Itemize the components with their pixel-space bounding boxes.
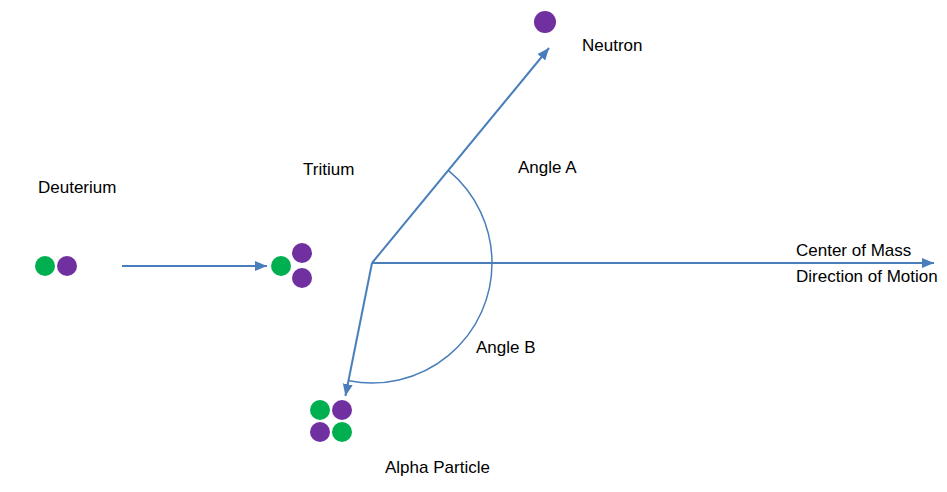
nucleon — [57, 256, 77, 276]
angle-arc — [448, 170, 492, 263]
nucleon — [292, 243, 312, 263]
axis-label: Center of Mass Direction of Motion — [796, 238, 944, 290]
nucleon — [534, 11, 556, 33]
nucleon — [271, 256, 291, 276]
alpha-trajectory — [345, 263, 372, 396]
particle-name: Neutron — [582, 36, 642, 56]
nucleon — [35, 256, 55, 276]
particle-node: Tritium — [268, 158, 364, 292]
nucleon — [332, 422, 352, 442]
angle-label: Angle B — [476, 338, 536, 358]
center-of-mass-axis — [372, 262, 934, 264]
particle-node: Alpha Particle — [306, 396, 536, 484]
nucleon — [292, 268, 312, 288]
nucleon — [310, 422, 330, 442]
nucleon — [310, 400, 330, 420]
particle-node: Deuterium — [28, 176, 121, 280]
particle-node: Neutron — [530, 6, 660, 59]
particle-name: Tritium — [303, 160, 354, 180]
particle-name: Alpha Particle — [385, 458, 490, 478]
neutron-trajectory — [372, 48, 549, 263]
nucleon — [332, 400, 352, 420]
particle-name: Deuterium — [38, 178, 116, 198]
reaction-arrow — [122, 265, 267, 267]
angle-label: Angle A — [518, 158, 577, 178]
angle-arc — [349, 263, 492, 383]
